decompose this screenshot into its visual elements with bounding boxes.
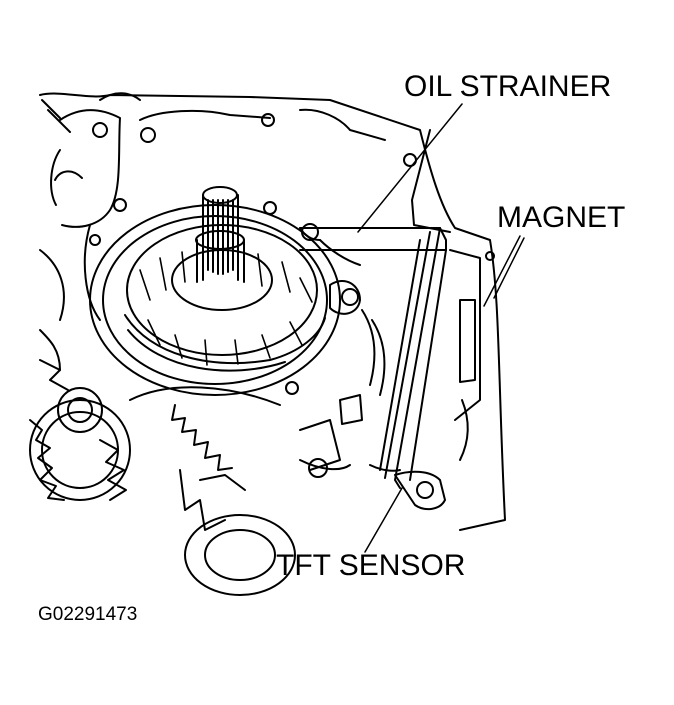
clutch-drum <box>90 205 340 395</box>
oil-strainer-label: OIL STRAINER <box>404 70 612 103</box>
gear-cluster <box>30 360 295 595</box>
leader-lines <box>358 104 524 552</box>
magnet-leader-2 <box>494 238 524 298</box>
oil-strainer-leader <box>358 104 462 232</box>
input-shaft <box>196 187 244 282</box>
magnet-leader-1 <box>484 236 520 306</box>
magnet-label: MAGNET <box>497 201 626 234</box>
tft-sensor-leader <box>365 488 402 552</box>
case-housing <box>40 93 505 530</box>
figure-id: G02291473 <box>38 604 138 625</box>
tft-sensor-label: TFT SENSOR <box>276 549 466 582</box>
oil-strainer-assembly <box>300 224 480 509</box>
